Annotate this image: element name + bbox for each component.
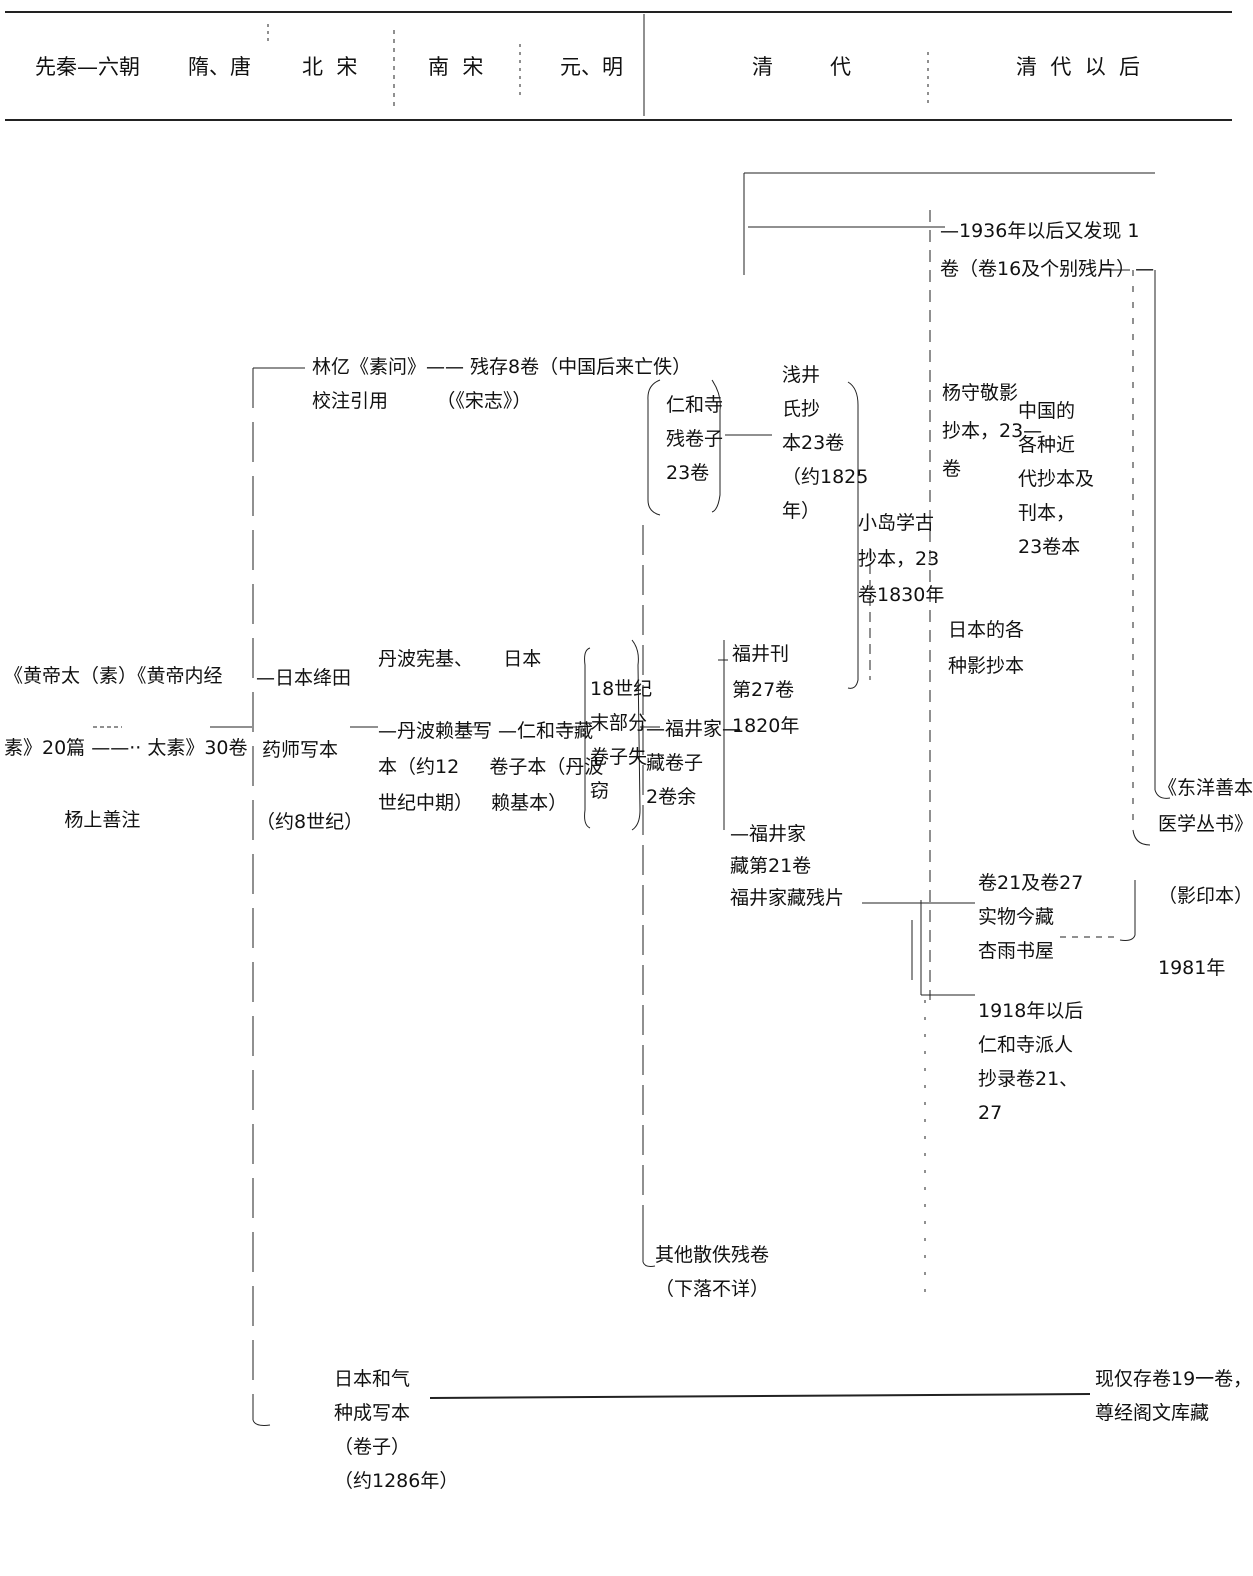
node-fukui-print: 福井刊 第27卷 1820年 — [732, 643, 800, 737]
period-qing: 清 — [752, 55, 773, 79]
toyo-top-curve — [1154, 789, 1171, 799]
node-fukui-family: —福井家— 藏卷子 2卷余 — [646, 718, 742, 808]
node-yang-shoujing: 杨守敬影 抄本，23— 卷 — [942, 382, 1043, 480]
c18-brace-right — [631, 639, 641, 831]
wake-long-line — [429, 1393, 1091, 1399]
node-ninnaji-23: 仁和寺 残卷子 23卷 — [666, 394, 724, 484]
period-sui-tang: 隋、唐 — [188, 55, 251, 79]
period-pre-qin-six-dynasties: 先秦—六朝 — [35, 55, 140, 79]
node-fukui-21: —福井家 藏第21卷 福井家藏残片 — [730, 823, 845, 909]
node-c18-lost: 18世纪 末部分 卷子失 窃 — [590, 678, 653, 802]
c18-brace-left — [584, 647, 591, 829]
xing-yu-right — [1119, 880, 1136, 941]
node-lin-yi: 林亿《素问》—— 残存8卷（中国后来亡佚） 校注引用 （《宋志》） — [312, 356, 692, 412]
node-kojima-copy: 小岛学古 抄本，23 卷1830年 — [858, 512, 945, 606]
node-danbo-kaiji: 丹波宪基、 日本 —丹波赖基写 —仁和寺藏 本（约12 卷子本（丹波 世纪中期）… — [378, 648, 604, 814]
period-yuan-ming: 元、明 — [560, 55, 623, 79]
period-northern-song: 北 宋 — [302, 55, 358, 79]
ninnaji-bracket-left — [647, 379, 661, 516]
node-china-modern: 中国的 各种近 代抄本及 刊本， 23卷本 — [1018, 400, 1095, 558]
node-japan-feng-tian: —日本绛田 药师写本 （约8世纪） — [256, 667, 364, 833]
node-vol21-27: 卷21及卷27 实物今藏 杏雨书屋 — [978, 872, 1084, 962]
mid-bottom-hook — [642, 1261, 656, 1267]
period-dynasty: 代 — [830, 55, 851, 79]
node-toyo-series: 《东洋善本 医学丛书》 （影印本） 1981年 — [1158, 777, 1253, 979]
node-current-19: 现仅存卷19一卷， 尊经阁文库藏 — [1095, 1368, 1253, 1424]
node-ninnaji-1918: 1918年以后 仁和寺派人 抄录卷21、 27 — [978, 1000, 1084, 1124]
asai-bracket-right — [847, 381, 859, 689]
node-huangdi-su: 《黄帝太（素）《黄帝内经 素》20篇 ——·· 太素》30卷 杨上善注 — [4, 665, 248, 831]
node-other-lost: 其他散佚残卷 （下落不详） — [655, 1244, 770, 1300]
period-southern-song: 南 宋 — [428, 55, 484, 79]
period-post-qing: 清 代 以 后 — [1016, 55, 1141, 79]
node-found-1936: —1936年以后又发现 1 卷（卷16及个别残片）— — [940, 220, 1155, 280]
node-asai-copy: 浅井 氏抄 本23卷 （约1825 年） — [782, 364, 869, 522]
ninnaji-bracket-right — [711, 379, 721, 513]
left-bottom-hook — [252, 1419, 271, 1426]
toyo-bottom-curve — [1132, 829, 1151, 846]
node-wake-copy: 日本和气 种成写本 （卷子） （约1286年） — [334, 1368, 459, 1492]
node-japan-copies: 日本的各 种影抄本 — [948, 619, 1025, 677]
